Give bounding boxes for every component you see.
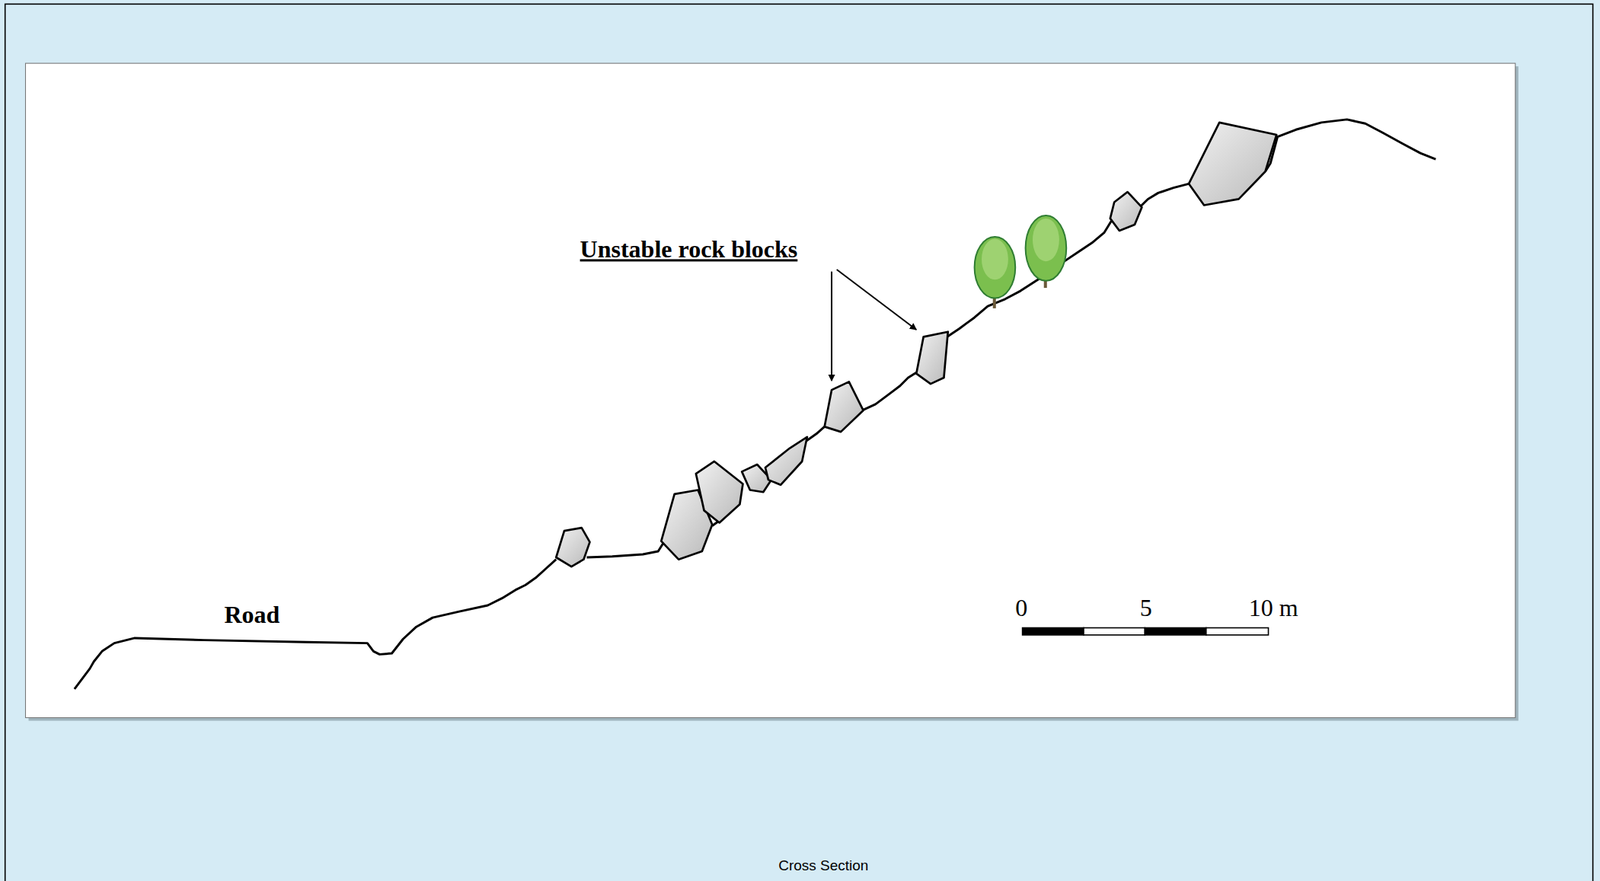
caption: Cross Section	[778, 857, 869, 874]
scale-number: 0	[1015, 594, 1028, 622]
rock-blocks	[555, 122, 1277, 567]
scale-number: 5	[1140, 594, 1153, 622]
leader-arrows	[831, 269, 917, 381]
white-panel	[25, 63, 1515, 718]
callout-label: Unstable rock blocks	[580, 236, 799, 264]
road-label: Road	[224, 602, 281, 630]
trees	[974, 215, 1067, 309]
scale-number: 10 m	[1248, 594, 1299, 622]
ground-profile	[74, 119, 1436, 690]
outer-frame	[5, 3, 1594, 881]
scale-bar	[1022, 628, 1269, 636]
